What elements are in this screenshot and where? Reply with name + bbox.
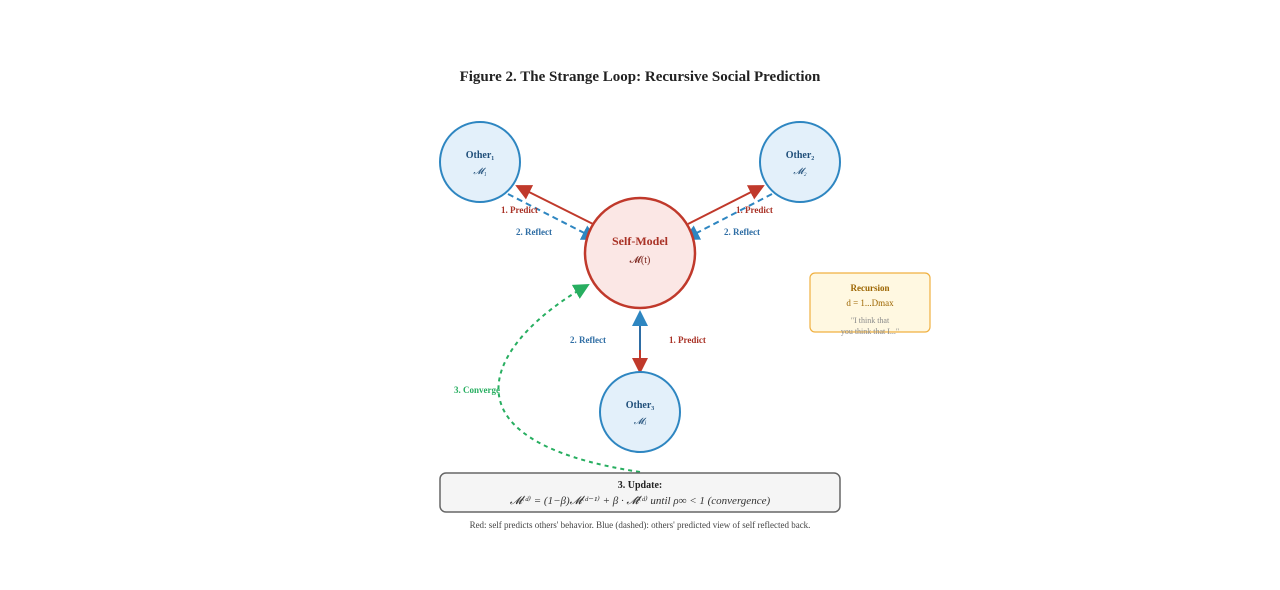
figure-caption: Red: self predicts others' behavior. Blu… [470,520,811,530]
other3-node: Other₃ 𝓜ⱼ [599,371,681,453]
update-equation: 𝓜⁽ᵈ⁾ = (1−β)𝓜⁽ᵈ⁻¹⁾ + β · 𝓜̂⁽ᵈ⁾ until ρ∞ … [510,495,771,507]
predict-arrow-other1 [515,185,594,225]
self-model-title: Self-Model [612,234,669,248]
predict-label-other2: 1. Predict [736,205,773,215]
other1-title: Other₁ [466,150,495,161]
recursion-depth: d = 1...Dmax [846,298,894,308]
reflect-arrow-other1 [507,193,598,240]
recursion-title: Recursion [851,283,890,293]
other3-sub: 𝓜ⱼ [634,416,647,426]
recursion-box: Recursion d = 1...Dmax "I think that you… [809,272,931,336]
predict-arrow-other2 [687,185,765,225]
reflect-label-other2: 2. Reflect [724,227,760,237]
other1-node: Other₁ 𝓜₁ [439,121,521,203]
reflect-arrow-other2 [683,193,773,240]
reflect-label-other1: 2. Reflect [516,227,552,237]
converge-label: 3. Converge [454,385,500,395]
self-model-node: Self-Model 𝓜(t) [583,196,697,310]
predict-label-other1: 1. Predict [501,205,538,215]
other1-sub: 𝓜₁ [473,166,486,176]
recursion-quote-line1: "I think that [851,316,890,325]
recursion-quote-line2: you think that I..." [841,327,899,336]
predict-label-other3: 1. Predict [669,335,706,345]
update-box: 3. Update: 𝓜⁽ᵈ⁾ = (1−β)𝓜⁽ᵈ⁻¹⁾ + β · 𝓜̂⁽ᵈ… [439,472,841,513]
update-title: 3. Update: [618,480,662,491]
other3-title: Other₃ [626,400,655,411]
figure-title: Figure 2. The Strange Loop: Recursive So… [460,69,821,85]
self-model-sub: 𝓜(t) [630,255,651,266]
converge-arrow [497,284,641,473]
other2-sub: 𝓜₂ [793,166,806,176]
other2-title: Other₂ [786,150,815,161]
reflect-label-other3: 2. Reflect [570,335,606,345]
other2-node: Other₂ 𝓜₂ [759,121,841,203]
